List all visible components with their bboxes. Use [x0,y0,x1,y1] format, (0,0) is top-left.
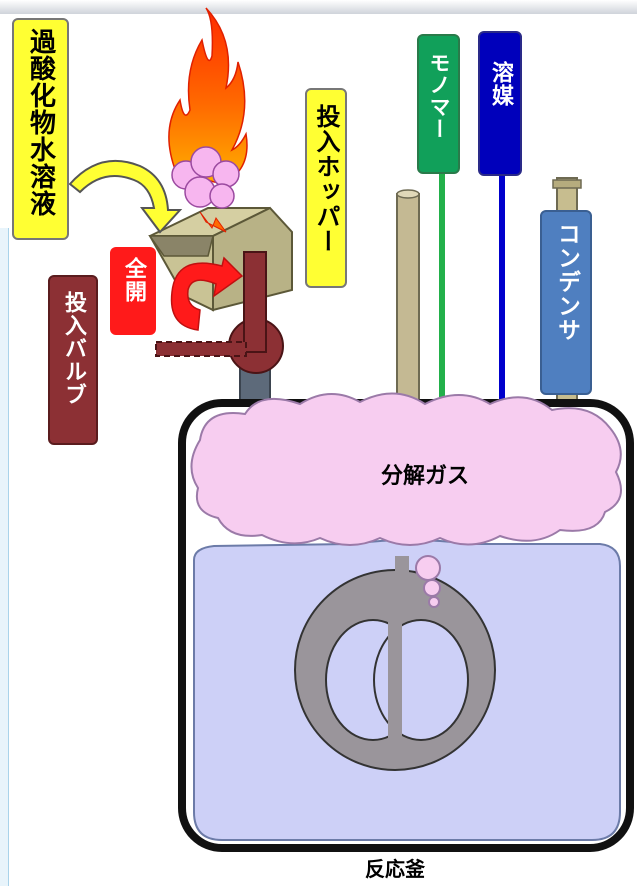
condenser-label: コンデンサ [540,210,592,395]
monomer-label: モノマー [417,34,460,174]
decomposition-gas-cloud [190,392,623,546]
rotation-arrow-icon [170,256,244,331]
reactor-label: 反応釜 [365,857,425,881]
charge-hopper-label: 投入ホッパー [305,88,347,288]
curved-arrow-icon [68,159,183,234]
flame-icon [168,7,248,233]
top-frame-strip [0,0,637,14]
agitator [294,556,496,771]
gas-bubble-icon [415,555,441,608]
left-side-panel [0,228,9,886]
charge-valve [155,251,284,374]
decomposition-gas-label: 分解ガス [380,464,469,489]
peroxide-solution-label: 過酸化物水溶液 [12,18,69,240]
fully-open-label: 全開 [110,247,156,335]
charge-valve-label: 投入バルブ [48,275,98,445]
solvent-label: 溶媒 [478,31,522,176]
